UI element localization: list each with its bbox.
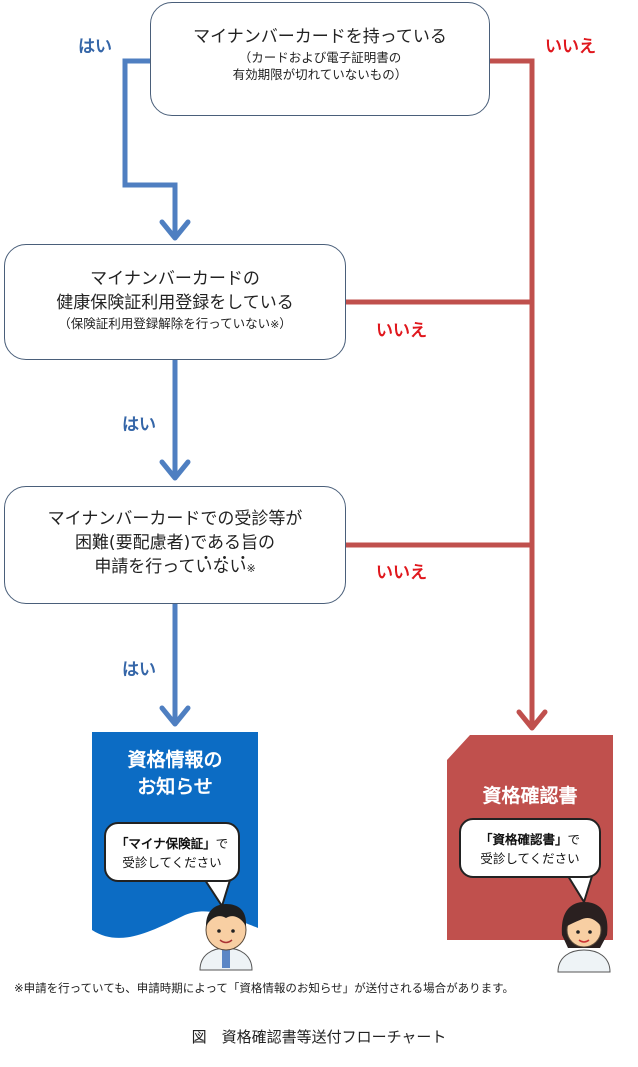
decision-3-line-2: 困難(要配慮者)である旨の [74, 533, 276, 553]
figure-caption: 図 資格確認書等送付フローチャート [191, 1028, 447, 1046]
info-bubble-line-1: 「マイナ保険証」で [106, 834, 238, 853]
decision-2-sub-end: ） [279, 316, 292, 331]
decision-3-line-3-text: 申請を行っていない [94, 557, 247, 577]
certificate-bubble-bold: 「資格確認書」 [479, 832, 568, 847]
no-label-1: いいえ [545, 37, 596, 57]
info-bubble-rest: で [215, 836, 229, 851]
yes-label-1: はい [78, 37, 112, 57]
no-label-3: いいえ [376, 563, 427, 583]
no-connector-1 [490, 58, 535, 728]
certificate-speech-bubble: 「資格確認書」で 受診してください [459, 818, 601, 878]
decision-2-line-1: マイナンバーカードの [90, 269, 260, 289]
decision-has-mynumber-card: マイナンバーカードを持っている （カードおよび電子証明書の 有効期限が切れていな… [150, 2, 490, 116]
decision-2-sub-text: （保険証利用登録解除を行っていない※） [5, 315, 345, 333]
decision-2-note-mark: ※ [270, 318, 280, 331]
decision-no-special-application: マイナンバーカードでの受診等が 困難(要配慮者)である旨の 申請を行っていない※ [4, 486, 346, 604]
decision-insurance-registration: マイナンバーカードの 健康保険証利用登録をしている （保険証利用登録解除を行って… [4, 244, 346, 360]
info-notice-title-line-1: 資格情報の [127, 749, 223, 771]
info-notice-speech-bubble: 「マイナ保険証」で 受診してください [104, 822, 240, 882]
yes-label-2: はい [122, 415, 156, 435]
decision-3-note-mark: ※ [246, 562, 256, 575]
info-notice-title-line-2: お知らせ [137, 776, 213, 798]
yes-label-3: はい [122, 660, 156, 680]
certificate-title: 資格確認書 [482, 785, 578, 807]
decision-3-line-3: 申請を行っていない※ [5, 555, 345, 581]
certificate-bubble-line-1: 「資格確認書」で [461, 830, 599, 849]
emphasis-dots: ・ ・ ・ [199, 551, 250, 567]
decision-1-main-text: マイナンバーカードを持っている [193, 27, 447, 47]
info-bubble-line-2: 受診してください [122, 855, 222, 870]
no-label-2: いいえ [376, 321, 427, 341]
info-notice-title: 資格情報の お知らせ [92, 747, 258, 801]
male-staff-icon [199, 904, 253, 971]
footnote: ※申請を行っていても、申請時期によって「資格情報のお知らせ」が送付される場合があ… [14, 981, 514, 995]
female-staff-icon [557, 902, 611, 973]
certificate-bubble-line-2: 受診してください [480, 851, 580, 866]
no-arrowhead [516, 709, 548, 731]
decision-2-line-2: 健康保険証利用登録をしている [56, 293, 294, 313]
info-bubble-bold: 「マイナ保険証」 [115, 836, 216, 851]
yes-connector-1 [122, 58, 178, 238]
yes-arrowhead-2 [159, 459, 191, 481]
decision-2-sub: （保険証利用登録解除を行っていない [58, 316, 271, 331]
certificate-bubble-rest: で [567, 832, 581, 847]
yes-arrowhead-3 [159, 705, 191, 727]
decision-3-line-1: マイナンバーカードでの受診等が [47, 509, 303, 529]
decision-1-sub-text-2: 有効期限が切れていないもの） [232, 67, 408, 82]
yes-arrowhead-1 [159, 219, 191, 241]
decision-1-sub-text-1: （カードおよび電子証明書の [238, 50, 402, 65]
